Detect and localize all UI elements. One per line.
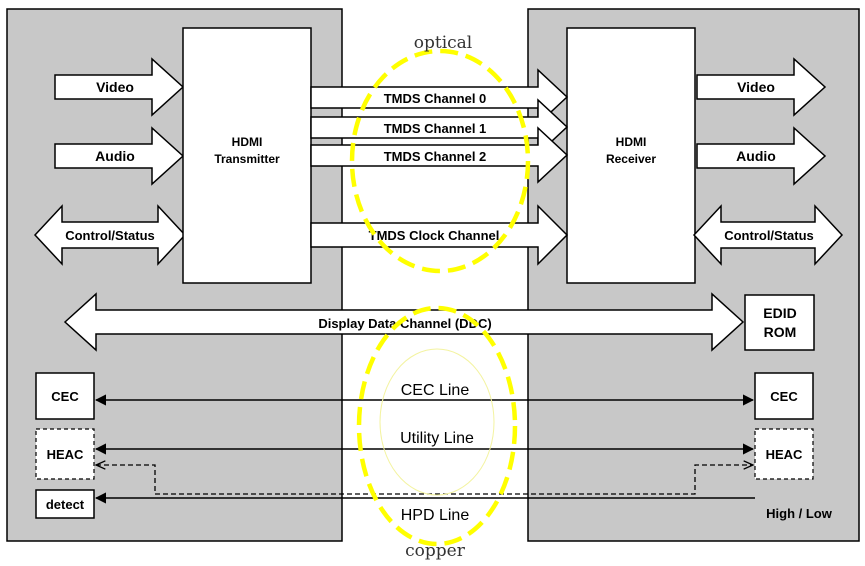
ddc-label: Display Data Channel (DDC) bbox=[318, 316, 491, 331]
cec-left-label: CEC bbox=[51, 389, 79, 404]
high-low-label: High / Low bbox=[766, 506, 833, 521]
video-input-label: Video bbox=[96, 79, 134, 95]
copper-highlight-ellipse bbox=[356, 305, 518, 547]
edid-label-line1: EDID bbox=[763, 305, 796, 321]
tmds-channel-0-arrow bbox=[310, 68, 569, 126]
utility-line-label: Utility Line bbox=[400, 430, 474, 447]
heac-right-box bbox=[754, 428, 814, 480]
transmitter-label-line1: HDMI bbox=[232, 135, 263, 149]
receiver-label-line2: Receiver bbox=[606, 152, 656, 166]
control-status-right-arrow bbox=[692, 204, 844, 266]
edid-label-line2: ROM bbox=[764, 324, 797, 340]
tmds-clock-channel-arrow bbox=[310, 204, 569, 266]
control-status-right-label: Control/Status bbox=[724, 228, 814, 243]
tmds-channel-2-arrow bbox=[310, 126, 569, 184]
heac-left-label: HEAC bbox=[47, 447, 84, 462]
receiver-label-line1: HDMI bbox=[616, 135, 647, 149]
transmitter-label-line2: Transmitter bbox=[214, 152, 280, 166]
audio-input-arrow bbox=[54, 126, 185, 186]
audio-input-label: Audio bbox=[95, 148, 135, 164]
tmds-channel-1-label: TMDS Channel 1 bbox=[384, 121, 487, 136]
cec-left-box bbox=[35, 372, 95, 420]
hdmi-transmitter-block bbox=[182, 27, 312, 284]
control-status-left-label: Control/Status bbox=[65, 228, 155, 243]
hpd-line-label: HPD Line bbox=[401, 507, 470, 524]
tmds-channel-0-label: TMDS Channel 0 bbox=[384, 91, 487, 106]
audio-output-arrow bbox=[696, 126, 827, 186]
detect-label: detect bbox=[46, 497, 85, 512]
optical-annotation: optical bbox=[414, 33, 472, 53]
heac-dashed-line bbox=[96, 465, 753, 495]
heac-left-box bbox=[35, 428, 95, 480]
tmds-clock-channel-label: TMDS Clock Channel bbox=[369, 228, 500, 243]
hdmi-receiver-block bbox=[566, 27, 696, 284]
detect-box bbox=[35, 489, 95, 519]
video-output-label: Video bbox=[737, 79, 775, 95]
inner-faint-ellipse bbox=[379, 348, 495, 496]
heac-right-label: HEAC bbox=[766, 447, 803, 462]
cec-line-label: CEC Line bbox=[401, 382, 470, 399]
cec-right-box bbox=[754, 372, 814, 420]
optical-highlight-ellipse bbox=[349, 48, 531, 274]
video-input-arrow bbox=[54, 57, 185, 117]
tmds-channel-2-label: TMDS Channel 2 bbox=[384, 149, 487, 164]
copper-annotation: copper bbox=[405, 541, 466, 561]
audio-output-label: Audio bbox=[736, 148, 776, 164]
cec-right-label: CEC bbox=[770, 389, 798, 404]
ddc-double-arrow bbox=[63, 292, 745, 352]
edid-rom-box bbox=[744, 294, 815, 351]
video-output-arrow bbox=[696, 57, 827, 117]
